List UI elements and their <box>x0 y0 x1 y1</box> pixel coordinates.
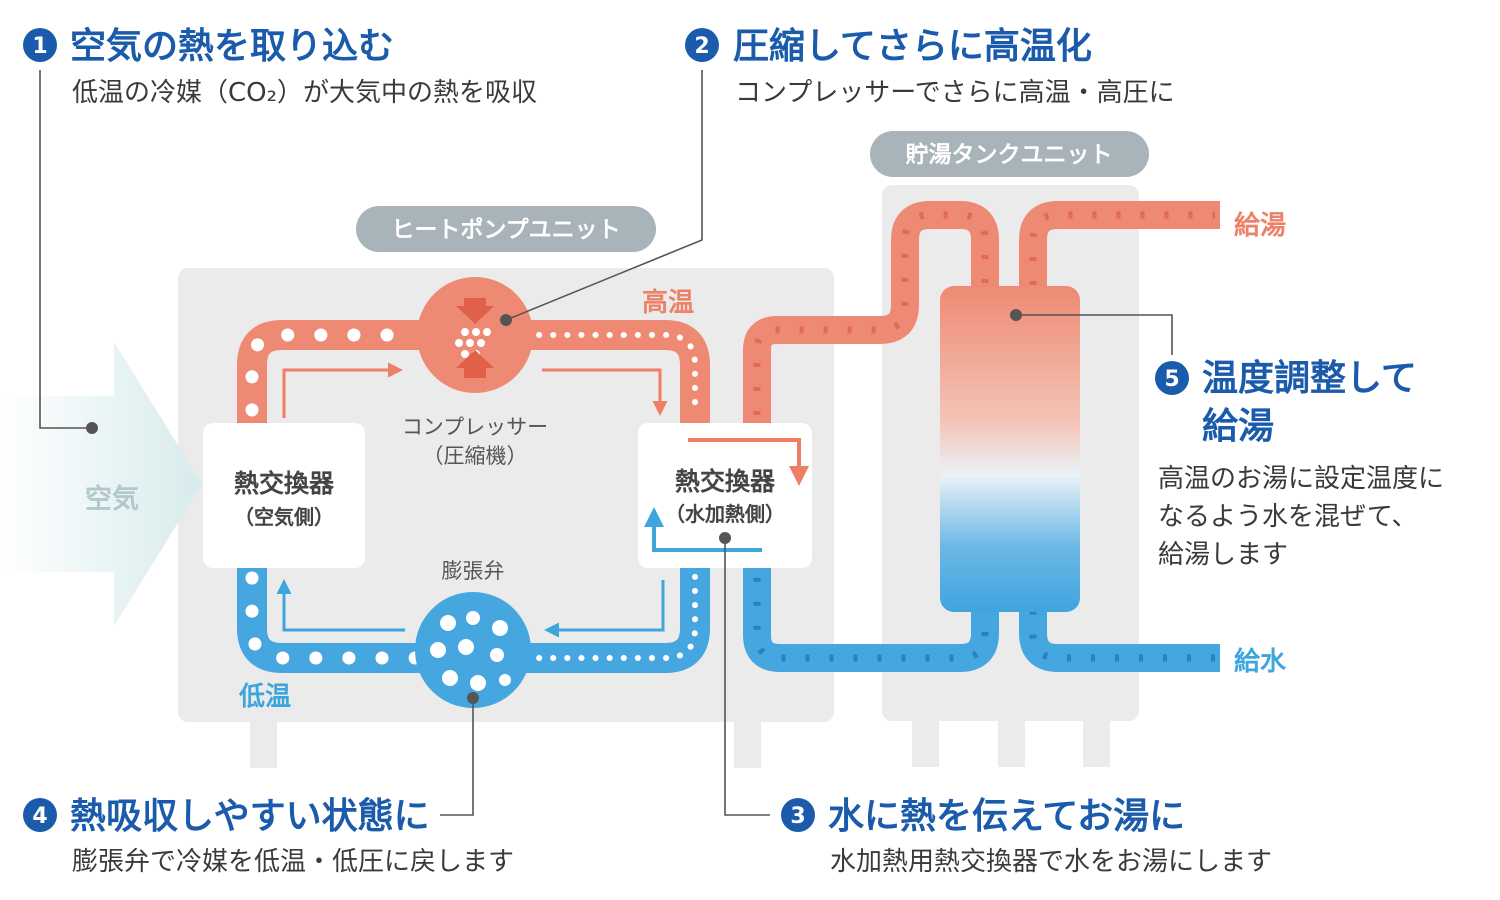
refrigerant-cold-dots-left <box>245 571 427 665</box>
step-4-description: 膨張弁で冷媒を低温・低圧に戻します <box>72 847 514 877</box>
step-2-description: コンプレッサーでさらに高温・高圧に <box>735 78 1175 108</box>
compressor-down-arrow <box>456 298 494 324</box>
step-3-title: 水に熱を伝えてお湯に <box>828 796 1185 837</box>
step-1-description: 低温の冷媒（CO₂）が大気中の熱を吸収 <box>72 78 537 108</box>
step-badge-3 <box>781 798 815 832</box>
heat-pump-leg-left <box>250 722 277 768</box>
step-5-title-line-1: 温度調整して <box>1202 358 1417 399</box>
step-badge-4 <box>23 798 57 832</box>
step-2-title: 圧縮してさらに高温化 <box>733 26 1092 67</box>
step-badge-2-number: 2 <box>694 34 709 59</box>
leader-line-5 <box>1016 314 1173 355</box>
step-4-title: 熱吸収しやすい状態に <box>70 796 430 837</box>
leader-dot-2 <box>500 314 512 326</box>
cold-water-in-label: 給水 <box>1234 646 1287 677</box>
step-3-description: 水加熱用熱交換器で水をお湯にします <box>830 847 1272 877</box>
tank-unit-pill <box>870 131 1149 177</box>
water-cold-pipe <box>743 568 999 672</box>
water-hot-pipe <box>743 201 999 425</box>
flow-arrow-compressor-to-hx <box>542 368 668 416</box>
step-badge-3-number: 3 <box>790 804 805 829</box>
air-side-heat-exchanger <box>203 423 365 568</box>
heat-pump-unit-label: ヒートポンプユニット <box>391 216 620 243</box>
water-hx-title: 熱交換器 <box>675 467 776 496</box>
expansion-valve-dots <box>430 611 511 691</box>
flow-arrow-hx-to-valve <box>544 580 665 638</box>
cold-supply-pipe <box>1019 605 1220 672</box>
storage-tank <box>940 286 1080 612</box>
leader-line-3 <box>724 538 770 816</box>
flow-arrow-air-to-compressor <box>282 362 403 418</box>
refrigerant-hot-dots-right <box>522 332 698 418</box>
expansion-valve-label: 膨張弁 <box>442 559 505 583</box>
compressor-label-line-1: コンプレッサー <box>402 415 548 439</box>
heat-pump-leg-right <box>734 722 761 768</box>
water-side-heat-exchanger <box>638 423 812 568</box>
leader-dot-1 <box>86 422 98 434</box>
hot-supply-pipe <box>1019 201 1220 290</box>
hot-water-out-label: 給湯 <box>1234 210 1286 241</box>
leader-line-2 <box>505 70 703 321</box>
step-5-title-line-2: 給湯 <box>1202 406 1274 447</box>
heat-pump-unit-body <box>178 268 834 722</box>
refrigerant-hot-dots-left <box>245 328 427 417</box>
tank-leg-1 <box>912 721 939 767</box>
hx-water-cold-arrow <box>644 507 762 552</box>
air-hx-subtitle: （空気側） <box>234 505 334 529</box>
leader-line-4 <box>440 698 474 816</box>
step-badge-4-number: 4 <box>32 804 47 829</box>
leader-dot-4 <box>467 692 479 704</box>
air-hx-title: 熱交換器 <box>234 469 335 498</box>
hx-water-hot-arrow <box>688 438 809 486</box>
leader-line-1 <box>39 70 92 429</box>
air-intake-arrow <box>0 342 202 626</box>
step-badge-1-number: 1 <box>32 34 47 59</box>
step-badge-2 <box>685 28 719 62</box>
step-5-description-line-2: なるよう水を混ぜて、 <box>1158 502 1417 532</box>
tank-leg-2 <box>998 721 1025 767</box>
tank-leg-3 <box>1083 721 1110 767</box>
step-badge-5-number: 5 <box>1164 367 1179 392</box>
refrigerant-cold-dots-right <box>522 572 698 661</box>
compressor-label-line-2: （圧縮機） <box>423 444 528 468</box>
leader-dot-3 <box>719 532 731 544</box>
step-badge-5 <box>1155 361 1189 395</box>
compressor-up-arrow <box>456 350 494 378</box>
high-temp-label: 高温 <box>642 287 694 318</box>
flow-arrow-valve-to-air-hx <box>276 579 405 632</box>
low-temp-label: 低温 <box>238 682 291 712</box>
tank-unit-label: 貯湯タンクユニット <box>906 141 1113 168</box>
water-hx-subtitle: （水加熱側） <box>665 502 785 526</box>
step-badge-1 <box>23 28 57 62</box>
step-5-description-line-3: 給湯します <box>1158 540 1288 570</box>
heat-pump-unit-pill <box>356 206 656 252</box>
air-label: 空気 <box>85 483 139 515</box>
step-1-title: 空気の熱を取り込む <box>70 26 394 67</box>
step-5-description-line-1: 高温のお湯に設定温度に <box>1158 464 1444 494</box>
leader-dot-5 <box>1010 309 1022 321</box>
